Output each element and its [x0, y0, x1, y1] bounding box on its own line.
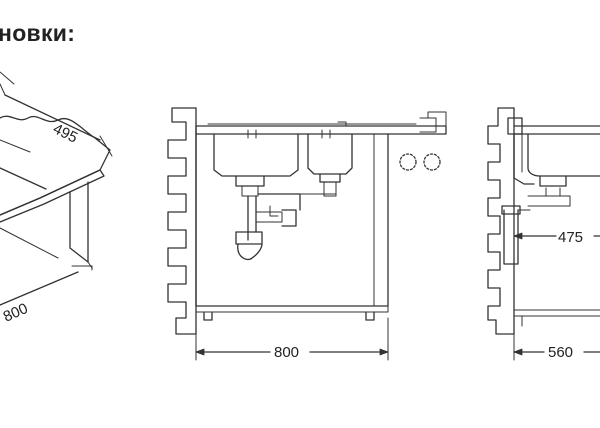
drain-secondary: [319, 173, 341, 183]
sink-bowl-main: [213, 133, 299, 177]
dimension-label-560: 560: [548, 344, 573, 361]
dimension-label-475: 475: [558, 229, 583, 246]
outlet-connector: [281, 209, 297, 227]
socket-2: [423, 153, 441, 171]
cabinet-body: [195, 133, 389, 307]
pipe-nut: [501, 205, 521, 215]
dimension-line-800-iso: [0, 271, 79, 306]
dimension-label-800: 800: [274, 344, 299, 361]
siphon-pipe: [247, 195, 257, 241]
page-title: новки:: [0, 20, 76, 46]
drain-side: [539, 175, 567, 187]
brick-wall-right: [487, 107, 515, 335]
countertop-front: [195, 125, 447, 135]
isometric-view: [0, 71, 113, 306]
brick-wall-left: [167, 107, 197, 335]
drain-main: [235, 175, 265, 187]
countertop-edge: [0, 169, 105, 223]
socket-1: [399, 153, 417, 171]
siphon-nut: [235, 231, 263, 245]
dimension-line-495: [4, 94, 101, 141]
dimension-label-495: 495: [50, 120, 80, 146]
cabinet-side: [69, 181, 89, 263]
overflow-pipe: [257, 193, 301, 211]
sink-bowl-secondary: [307, 133, 353, 175]
cabinet-leg-left: [203, 311, 213, 321]
hose: [513, 133, 535, 185]
cabinet-leg-right: [365, 311, 375, 321]
countertop-inner-line: [0, 167, 47, 190]
side-view: [487, 107, 600, 361]
front-view: [167, 107, 447, 361]
sink-bowl-side: [527, 133, 600, 177]
countertop-side: [513, 125, 600, 135]
dimension-label-800-iso: 800: [1, 300, 31, 326]
siphon-trap: [237, 243, 263, 261]
